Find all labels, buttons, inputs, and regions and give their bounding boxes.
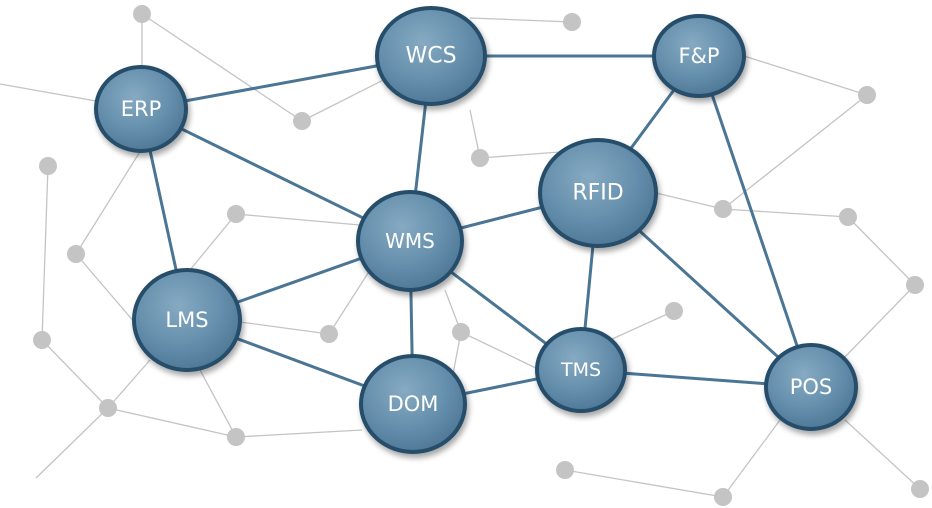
background-line: [239, 321, 330, 335]
node-circle: [535, 327, 627, 413]
background-dot: [99, 399, 117, 417]
node-wcs: WCS: [375, 6, 487, 106]
background-line: [235, 429, 363, 438]
background-dot: [714, 488, 732, 506]
node-label: F&P: [678, 44, 719, 68]
background-network: [0, 5, 929, 506]
background-line: [722, 208, 849, 218]
node-erp: ERP: [94, 65, 188, 153]
background-line: [564, 469, 724, 498]
node-tms: TMS: [535, 327, 627, 413]
node-circle: [132, 268, 242, 372]
background-dot: [33, 331, 51, 349]
node-dom: DOM: [359, 354, 467, 454]
node-circle: [764, 343, 858, 431]
background-line: [722, 419, 781, 498]
background-line: [35, 407, 109, 479]
background-dot: [67, 245, 85, 263]
background-line: [189, 213, 237, 271]
node-circle: [359, 354, 467, 454]
background-line: [844, 419, 921, 490]
node-circle: [94, 65, 188, 153]
background-dot: [839, 208, 857, 226]
background-line: [75, 149, 142, 255]
background-line: [469, 17, 573, 23]
background-line: [743, 55, 868, 96]
node-label: WCS: [405, 44, 456, 69]
node-pos: POS: [764, 343, 858, 431]
background-dot: [471, 149, 489, 167]
node-label: DOM: [388, 392, 439, 416]
background-line: [235, 213, 361, 226]
node-wms: WMS: [356, 190, 464, 292]
link-fp-pos: [697, 55, 813, 388]
node-circle: [538, 138, 658, 248]
background-line: [41, 165, 49, 341]
background-dot: [227, 428, 245, 446]
node-label: WMS: [385, 229, 435, 253]
system-links: [139, 54, 813, 406]
node-lms: LMS: [132, 268, 242, 372]
background-line: [722, 94, 868, 210]
background-dot: [293, 112, 311, 130]
background-line: [479, 151, 561, 159]
background-dot: [665, 302, 683, 320]
node-label: POS: [790, 375, 833, 399]
background-line: [107, 407, 237, 438]
background-line: [328, 269, 371, 335]
system-nodes: ERP WCS F&P RFID WMS LMS DOM TMS POS: [94, 6, 858, 454]
node-label: RFID: [572, 181, 623, 206]
node-label: LMS: [165, 308, 208, 332]
background-line: [609, 310, 675, 341]
node-circle: [356, 190, 464, 292]
background-line: [841, 284, 916, 361]
background-line: [107, 359, 151, 409]
background-line: [75, 253, 142, 331]
background-line: [199, 369, 237, 438]
background-line: [655, 192, 724, 210]
node-label: ERP: [121, 97, 162, 121]
background-dot: [39, 157, 57, 175]
node-circle: [375, 6, 487, 106]
background-dot: [911, 480, 929, 498]
background-line: [41, 339, 109, 409]
node-label: TMS: [560, 359, 601, 381]
background-dot: [858, 86, 876, 104]
background-dot: [714, 200, 732, 218]
background-dot: [133, 5, 151, 23]
background-dot: [563, 13, 581, 31]
background-line: [141, 13, 303, 122]
background-dot: [320, 325, 338, 343]
background-line: [847, 216, 916, 286]
node-rfid: RFID: [538, 138, 658, 248]
background-dot: [906, 276, 924, 294]
node-fp: F&P: [652, 14, 746, 98]
background-dot: [556, 461, 574, 479]
node-circle: [652, 14, 746, 98]
background-dot: [227, 205, 245, 223]
background-line: [460, 331, 541, 371]
background-dot: [452, 323, 470, 341]
